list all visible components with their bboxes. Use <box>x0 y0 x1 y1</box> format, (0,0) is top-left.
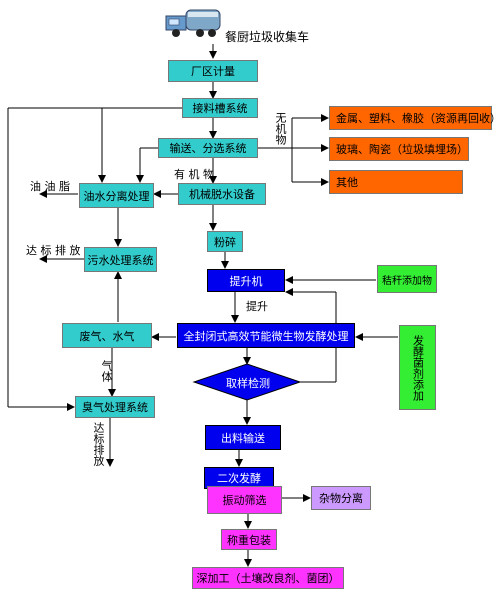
gas-label: 气体 <box>100 360 113 382</box>
ferment-box: 全封闭式高效节能微生物发酵处理 <box>177 323 355 348</box>
other-output-box: 其他 <box>329 170 463 194</box>
inoculant-label: 发酵菌剂添加 <box>411 334 425 401</box>
crush-box: 粉碎 <box>207 231 243 252</box>
sampling-label: 取样检测 <box>226 377 270 390</box>
debris-box: 杂物分离 <box>311 486 371 510</box>
straw-box: 秸秆添加物 <box>377 265 437 293</box>
sampling-diamond <box>192 363 302 401</box>
waste-gas-box: 废气、水气 <box>62 323 152 348</box>
dewater-box: 机械脱水设备 <box>178 183 266 205</box>
outfeed-box: 出料输送 <box>205 425 281 450</box>
pack-box: 称重包装 <box>221 529 277 550</box>
lift-box: 提升机 <box>207 269 285 292</box>
grease-label: 油 油 脂 <box>30 180 70 193</box>
organic-label: 有 机 物 <box>174 168 214 181</box>
discharge-vertical-label: 达标排放 <box>92 422 105 466</box>
glass-output-box: 玻璃、陶瓷（垃圾填埋场） <box>329 137 469 161</box>
truck-label: 餐厨垃圾收集车 <box>225 30 310 44</box>
garbage-truck-icon <box>165 9 221 37</box>
sewage-box: 污水处理系统 <box>84 247 157 272</box>
sort-box: 输送、分选系统 <box>158 138 258 158</box>
screen-box: 振动筛选 <box>207 486 282 514</box>
weigh-box: 厂区计量 <box>168 60 258 82</box>
lift-up-label: 提升 <box>246 300 268 313</box>
inorganic-label: 无机物 <box>274 112 287 145</box>
hopper-box: 接料槽系统 <box>182 98 258 118</box>
odor-box: 臭气处理系统 <box>75 396 155 418</box>
metals-output-box: 金属、塑料、橡胶（资源再回收） <box>329 106 500 130</box>
deep-process-box: 深加工（土壤改良剂、菌团） <box>192 567 344 589</box>
discharge-label: 达 标 排 放 <box>26 244 81 257</box>
inoculant-box: 发酵菌剂添加 <box>399 325 436 410</box>
oil-water-box: 油水分离处理 <box>79 183 154 208</box>
